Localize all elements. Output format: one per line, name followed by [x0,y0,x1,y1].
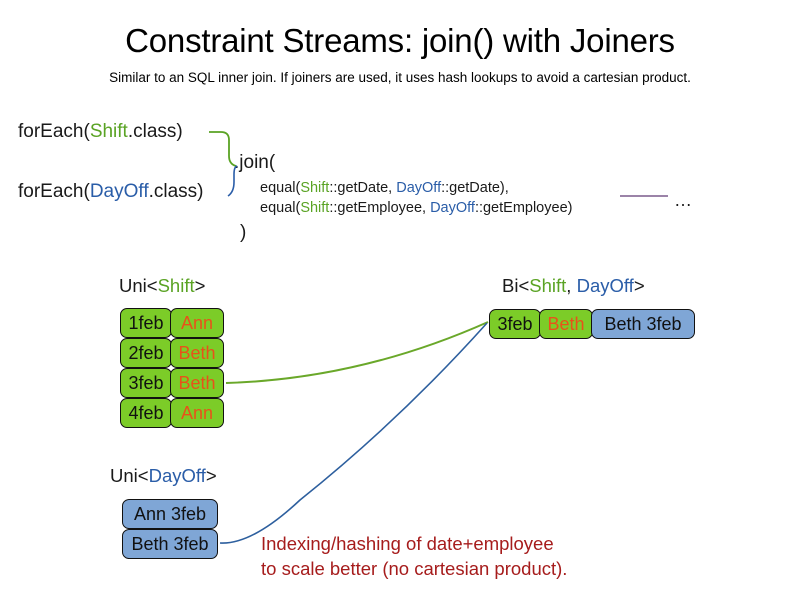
dayoff-value-cell: Ann 3feb [122,499,218,529]
bi-dayoff-cell: Beth 3feb [591,309,695,339]
code-foreach-dayoff-suffix: .class) [148,181,204,202]
code-joiner-1: equal(Shift::getEmployee, DayOff::getEmp… [260,200,572,216]
code-joiner-0-right-class: DayOff [396,180,442,196]
bi-tuple-row: 3feb Beth Beth 3feb [489,309,695,339]
label-bi-class-dayoff: DayOff [576,275,634,296]
code-joiner-1-prefix: equal( [260,200,301,216]
shift-employee-cell: Ann [170,398,224,428]
shift-tuple-row: 3feb Beth [120,368,224,398]
dayoff-tuple-row: Ann 3feb [122,499,218,529]
shift-date-cell: 1feb [120,308,172,338]
label-uni-shift-class: Shift [157,275,195,296]
page-subtitle: Similar to an SQL inner join. If joiners… [109,70,691,85]
dayoff-value-cell: Beth 3feb [122,529,218,559]
connector-shift-to-join [209,131,237,167]
label-bi-class-shift: Shift [529,275,567,296]
code-joiner-0-left-class: Shift [300,180,330,196]
shift-date-cell: 3feb [120,368,172,398]
shift-employee-cell: Beth [170,368,224,398]
label-uni-dayoff-suffix: > [205,465,217,486]
bi-employee-cell: Beth [539,309,593,339]
dayoff-tuple-row: Beth 3feb [122,529,218,559]
shift-tuple-row: 2feb Beth [120,338,224,368]
label-bi-shift-dayoff: Bi<Shift, DayOff> [502,275,645,297]
code-joiner-1-left-class: Shift [300,200,330,216]
code-foreach-dayoff: forEach(DayOff.class) [18,181,204,203]
label-uni-shift-prefix: Uni< [119,275,158,296]
label-bi-separator: , [566,275,577,296]
code-joiner-0: equal(Shift::getDate, DayOff::getDate), [260,180,509,196]
code-foreach-shift-class: Shift [89,121,128,142]
code-joiner-1-right-class: DayOff [430,200,475,216]
code-foreach-shift: forEach(Shift.class) [18,121,183,143]
code-join-close: ) [240,222,247,243]
shift-date-cell: 2feb [120,338,172,368]
code-foreach-shift-prefix: forEach( [18,121,90,142]
code-joiner-0-right-method: ::getDate), [441,180,509,196]
shift-date-cell: 4feb [120,398,172,428]
shift-employee-cell: Ann [170,308,224,338]
bi-date-cell: 3feb [489,309,541,339]
label-uni-dayoff: Uni<DayOff> [110,465,217,487]
connector-dayoff-row-to-bi [219,322,488,544]
code-foreach-dayoff-class: DayOff [89,181,149,202]
code-joiner-0-prefix: equal( [260,180,301,196]
code-joiner-1-right-method: ::getEmployee) [474,200,573,216]
label-uni-dayoff-prefix: Uni< [110,465,149,486]
connector-shift-row-to-bi [225,321,489,384]
label-uni-dayoff-class: DayOff [148,465,206,486]
page-title: Constraint Streams: join() with Joiners [125,22,675,59]
annotation-text: Indexing/hashing of date+employee to sca… [261,533,568,579]
label-bi-prefix: Bi< [502,275,530,296]
shift-employee-cell: Beth [170,338,224,368]
code-ellipsis: … [674,190,692,210]
shift-tuple-row: 4feb Ann [120,398,224,428]
label-uni-shift: Uni<Shift> [119,275,205,297]
code-joiner-1-left-method: ::getEmployee, [329,200,431,216]
code-foreach-shift-suffix: .class) [127,121,183,142]
label-bi-suffix: > [633,275,645,296]
label-uni-shift-suffix: > [194,275,206,296]
code-joiner-0-left-method: ::getDate, [329,180,397,196]
code-foreach-dayoff-prefix: forEach( [18,181,90,202]
code-join-open: .join( [234,152,276,173]
shift-tuple-row: 1feb Ann [120,308,224,338]
